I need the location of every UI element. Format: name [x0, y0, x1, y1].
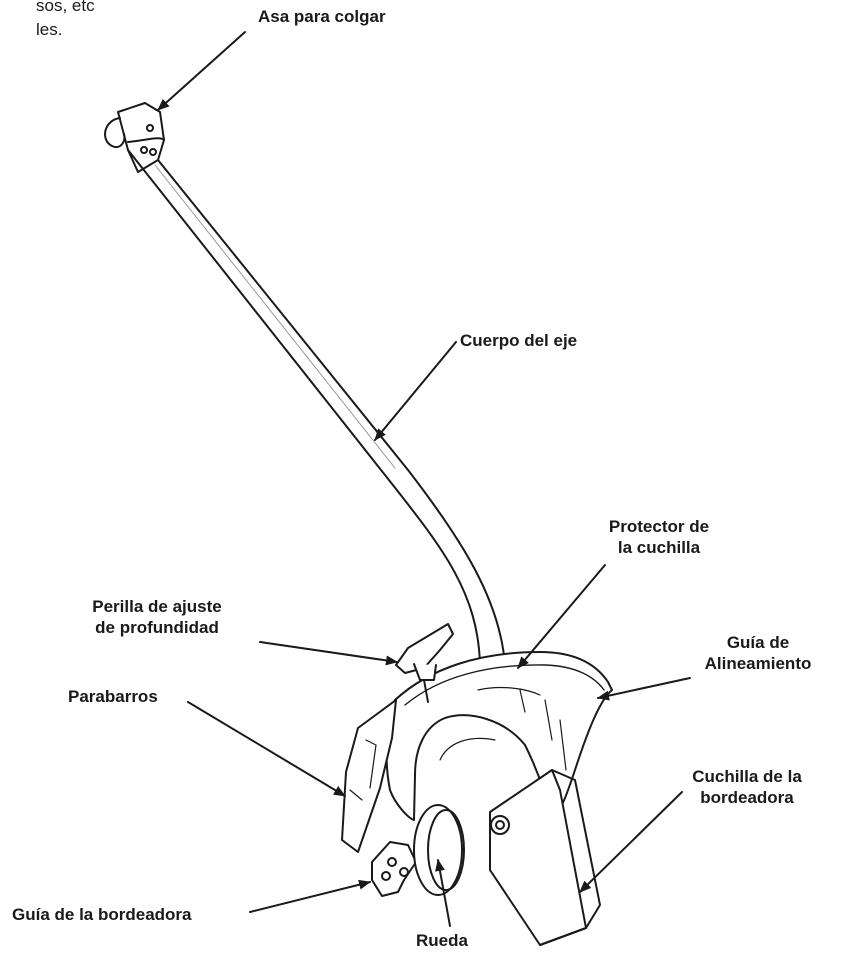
leader-depth-knob: [259, 641, 398, 666]
label-alignment-guide: Guía de Alineamiento: [688, 632, 828, 674]
leader-alignment-guide: [597, 677, 691, 701]
label-alignment-guide-line2: Alineamiento: [704, 654, 812, 673]
leader-shaft: [374, 341, 457, 441]
hanging-handle: [104, 102, 165, 173]
label-edger-guide: Guía de la bordeadora: [12, 905, 192, 924]
label-depth-knob-line1: Perilla de ajuste: [92, 597, 222, 616]
edger-guide: [371, 841, 417, 897]
label-blade-guard-line1: Protector de: [608, 517, 710, 536]
label-edger-blade: Cuchilla de la bordeadora: [672, 766, 822, 808]
label-shaft: Cuerpo del eje: [460, 331, 578, 350]
label-hanging-handle: Asa para colgar: [258, 7, 386, 26]
label-edger-blade-line2: bordeadora: [700, 788, 794, 807]
leader-blade-guard: [517, 564, 606, 669]
mud-flap: [341, 699, 397, 853]
label-mud-flap: Parabarros: [68, 687, 158, 706]
corner-text: sos, etc les.: [36, 0, 95, 42]
wheel: [413, 804, 465, 896]
label-wheel: Rueda: [416, 931, 468, 950]
corner-text-line2: les.: [36, 20, 63, 39]
corner-text-line1: sos, etc: [36, 0, 95, 15]
leader-lines: [157, 31, 691, 927]
leader-edger-guide: [249, 879, 371, 913]
label-blade-guard: Protector de la cuchilla: [594, 516, 724, 558]
shaft: [127, 149, 506, 666]
leader-wheel: [435, 859, 451, 927]
label-edger-blade-line1: Cuchilla de la: [692, 767, 802, 786]
leader-hanging-handle: [157, 31, 246, 111]
label-depth-knob-line2: de profundidad: [95, 618, 219, 637]
label-blade-guard-line2: la cuchilla: [617, 538, 701, 557]
leader-edger-blade: [579, 791, 683, 893]
leader-mud-flap: [187, 701, 346, 797]
label-alignment-guide-line1: Guía de: [726, 633, 790, 652]
edger-blade: [489, 769, 601, 946]
label-depth-knob: Perilla de ajuste de profundidad: [62, 596, 252, 638]
depth-knob: [395, 623, 454, 703]
